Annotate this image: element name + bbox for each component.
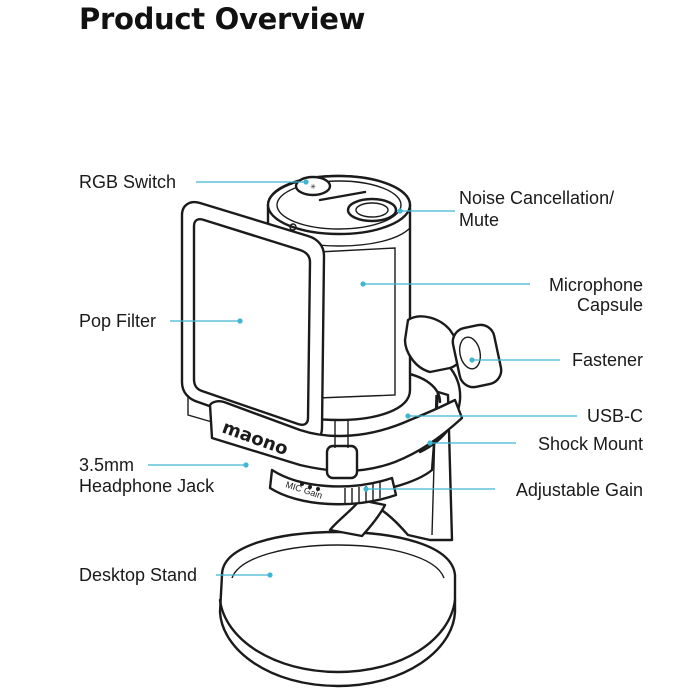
page-title: Product Overview — [79, 2, 366, 36]
label-shock-mount: Shock Mount — [538, 434, 643, 454]
callout-dot — [243, 462, 249, 468]
label-fastener: Fastener — [572, 350, 643, 370]
callout-dot — [267, 572, 273, 578]
callout-dot — [237, 318, 243, 324]
label-noise-cancellation-line2: Mute — [459, 210, 499, 230]
callout-adjustable-gain: Adjustable Gain — [363, 480, 643, 500]
label-adjustable-gain: Adjustable Gain — [516, 480, 643, 500]
label-desktop-stand: Desktop Stand — [79, 565, 197, 585]
callout-usb-c: USB-C — [405, 406, 643, 426]
callout-desktop-stand: Desktop Stand — [79, 565, 273, 585]
gain-knob: MIC Gain — [268, 468, 398, 506]
callout-dot — [303, 179, 309, 185]
callout-dot — [397, 208, 403, 214]
label-pop-filter: Pop Filter — [79, 311, 156, 331]
svg-text:✳: ✳ — [310, 183, 316, 191]
label-usb-c: USB-C — [587, 406, 643, 426]
callout-headphone-jack: 3.5mm Headphone Jack — [79, 455, 249, 496]
label-noise-cancellation: Noise Cancellation/ — [459, 188, 614, 208]
callout-shock-mount: Shock Mount — [427, 434, 643, 454]
callout-dot — [363, 486, 369, 492]
callout-microphone-capsule: Microphone Capsule — [360, 275, 643, 315]
callout-rgb-switch: RGB Switch — [79, 172, 309, 192]
label-rgb-switch: RGB Switch — [79, 172, 176, 192]
callout-dot — [469, 357, 475, 363]
callout-dot — [405, 413, 411, 419]
label-microphone-capsule-line2: Capsule — [577, 295, 643, 315]
callout-noise-cancellation: Noise Cancellation/ Mute — [397, 188, 614, 230]
fastener-knob — [403, 315, 503, 389]
pop-filter — [180, 201, 326, 442]
desktop-stand — [218, 530, 457, 688]
callout-pop-filter: Pop Filter — [79, 311, 243, 331]
label-headphone-jack-line2: Headphone Jack — [79, 476, 215, 496]
microphone-illustration: ✳ maono — [180, 174, 503, 688]
callouts: RGB Switch Noise Cancellation/ Mute Micr… — [79, 172, 643, 585]
callout-fastener: Fastener — [469, 350, 643, 370]
callout-dot — [360, 281, 366, 287]
label-microphone-capsule: Microphone — [549, 275, 643, 295]
callout-dot — [427, 440, 433, 446]
label-headphone-jack: 3.5mm — [79, 455, 134, 475]
